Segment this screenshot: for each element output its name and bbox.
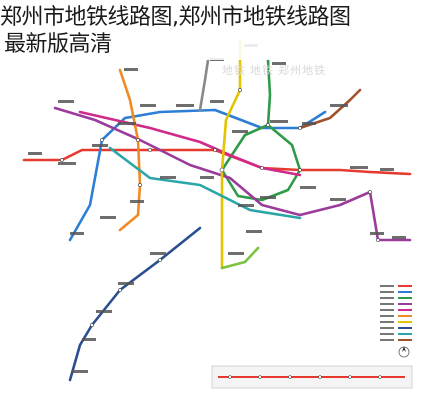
line-gray (198, 58, 210, 112)
compass-icon (398, 346, 410, 358)
headline-line1: 郑州市地铁线路图,郑州市地铁线路图 (0, 5, 351, 30)
line-green-north (266, 58, 272, 127)
line-purple (53, 106, 412, 242)
legend-label-blocks (380, 285, 394, 341)
page-headline: 郑州市地铁线路图,郑州市地铁线路图最新版高清 (0, 0, 428, 60)
line-legend (398, 285, 412, 341)
line-teal (108, 146, 302, 220)
line-darkblue (68, 226, 202, 382)
line-lightgreen (220, 246, 260, 270)
line-orange (118, 68, 142, 232)
headline-line2: 最新版高清 (4, 32, 112, 57)
map-legend-bottom (211, 365, 413, 389)
stations (60, 88, 380, 327)
line-blue (68, 108, 327, 242)
line-yellow (220, 38, 242, 270)
station-labels (28, 44, 406, 373)
watermark: 地铁 地铁 郑州地铁 (222, 65, 327, 77)
